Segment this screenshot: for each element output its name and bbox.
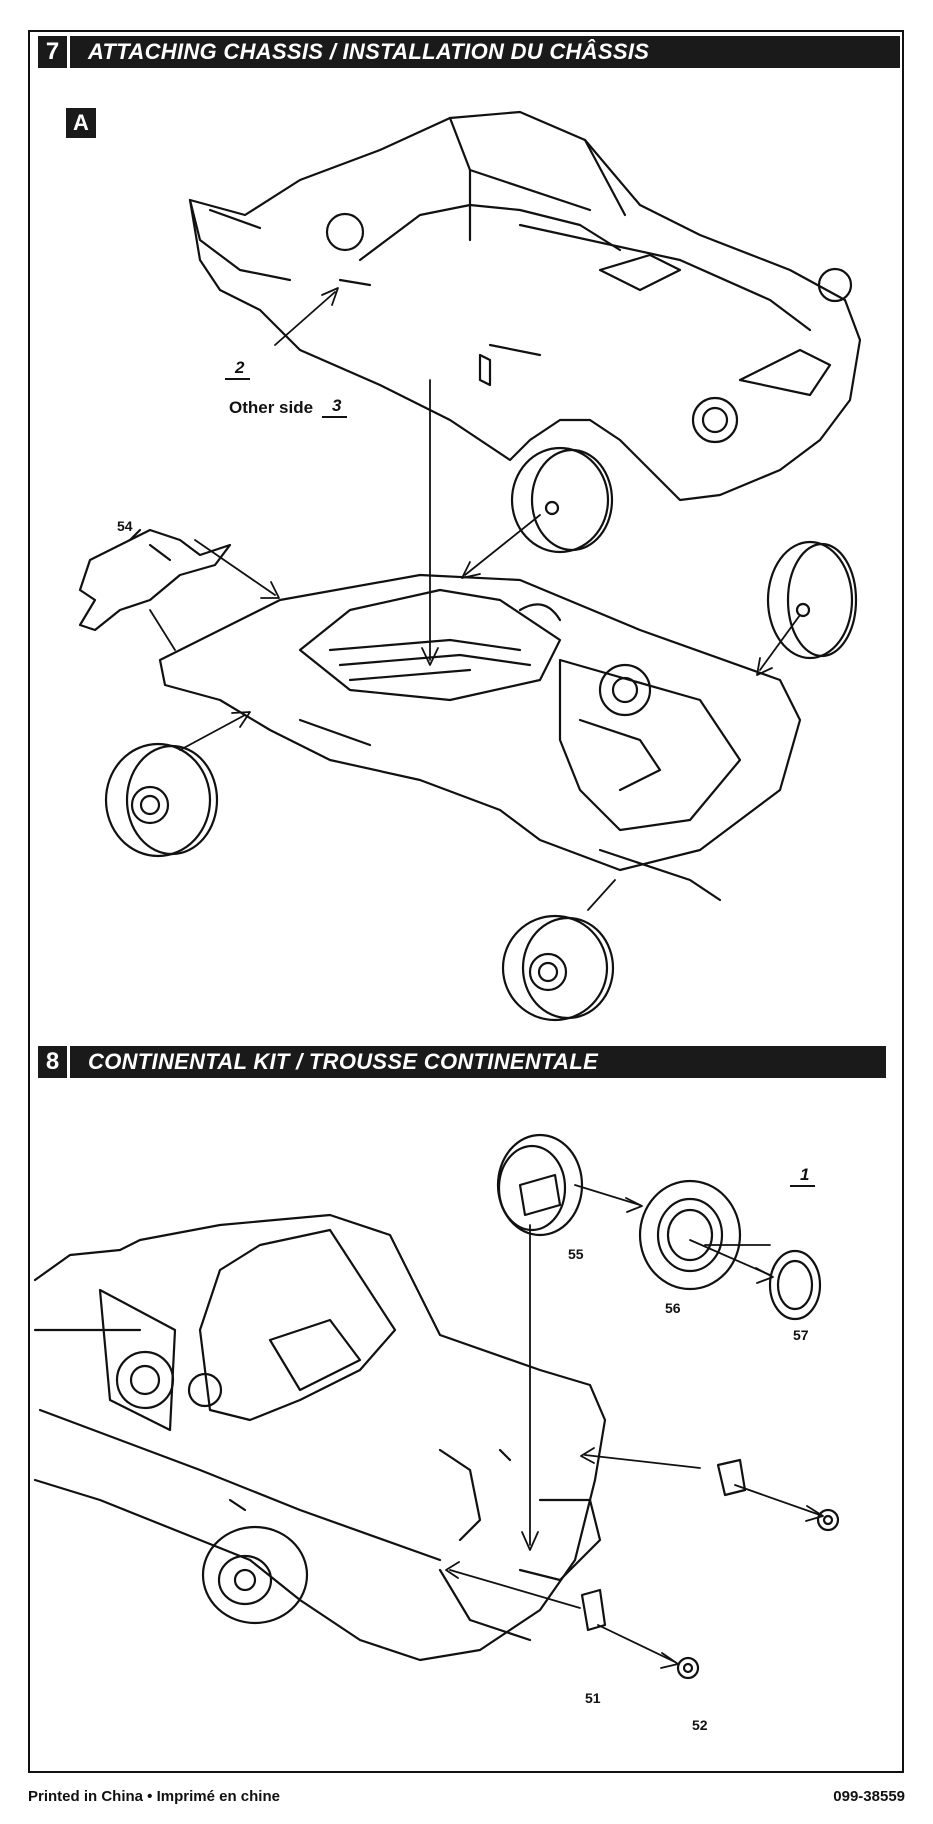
car-rear-drawing bbox=[33, 1213, 607, 1662]
rear-bumper-drawing bbox=[78, 528, 232, 632]
part-label-55: 55 bbox=[568, 1246, 584, 1262]
printed-in-label: Printed in China • Imprimé en chine bbox=[28, 1788, 280, 1805]
instruction-frame bbox=[28, 30, 904, 1773]
step-7-arrows bbox=[149, 287, 801, 911]
wheel-drawings bbox=[104, 446, 858, 1022]
part-label-56: 56 bbox=[665, 1300, 681, 1316]
step-8-arrows bbox=[445, 1184, 824, 1669]
ref-step-3: 3 bbox=[322, 396, 348, 418]
other-side-label: Other side bbox=[229, 398, 314, 417]
step-7-number: 7 bbox=[38, 36, 70, 68]
car-body-drawing bbox=[188, 110, 862, 502]
step-7-header: 7 ATTACHING CHASSIS / INSTALLATION DU CH… bbox=[38, 36, 900, 68]
continental-kit-parts bbox=[496, 1133, 840, 1680]
part-label-51: 51 bbox=[585, 1690, 601, 1706]
product-code: 099-38559 bbox=[833, 1788, 905, 1805]
step-8-number: 8 bbox=[38, 1046, 70, 1078]
part-label-57: 57 bbox=[793, 1327, 809, 1343]
step-7-title: ATTACHING CHASSIS / INSTALLATION DU CHÂS… bbox=[88, 39, 650, 64]
part-label-54: 54 bbox=[117, 518, 133, 534]
step-8-header: 8 CONTINENTAL KIT / TROUSSE CONTINENTALE bbox=[38, 1046, 886, 1078]
ref-step-2: 2 bbox=[225, 358, 251, 380]
step-8-title: CONTINENTAL KIT / TROUSSE CONTINENTALE bbox=[88, 1049, 599, 1074]
sub-step-badge: A bbox=[66, 108, 96, 138]
ref-step-1: 1 bbox=[790, 1165, 816, 1187]
chassis-drawing bbox=[158, 573, 802, 902]
part-label-52: 52 bbox=[692, 1717, 708, 1733]
